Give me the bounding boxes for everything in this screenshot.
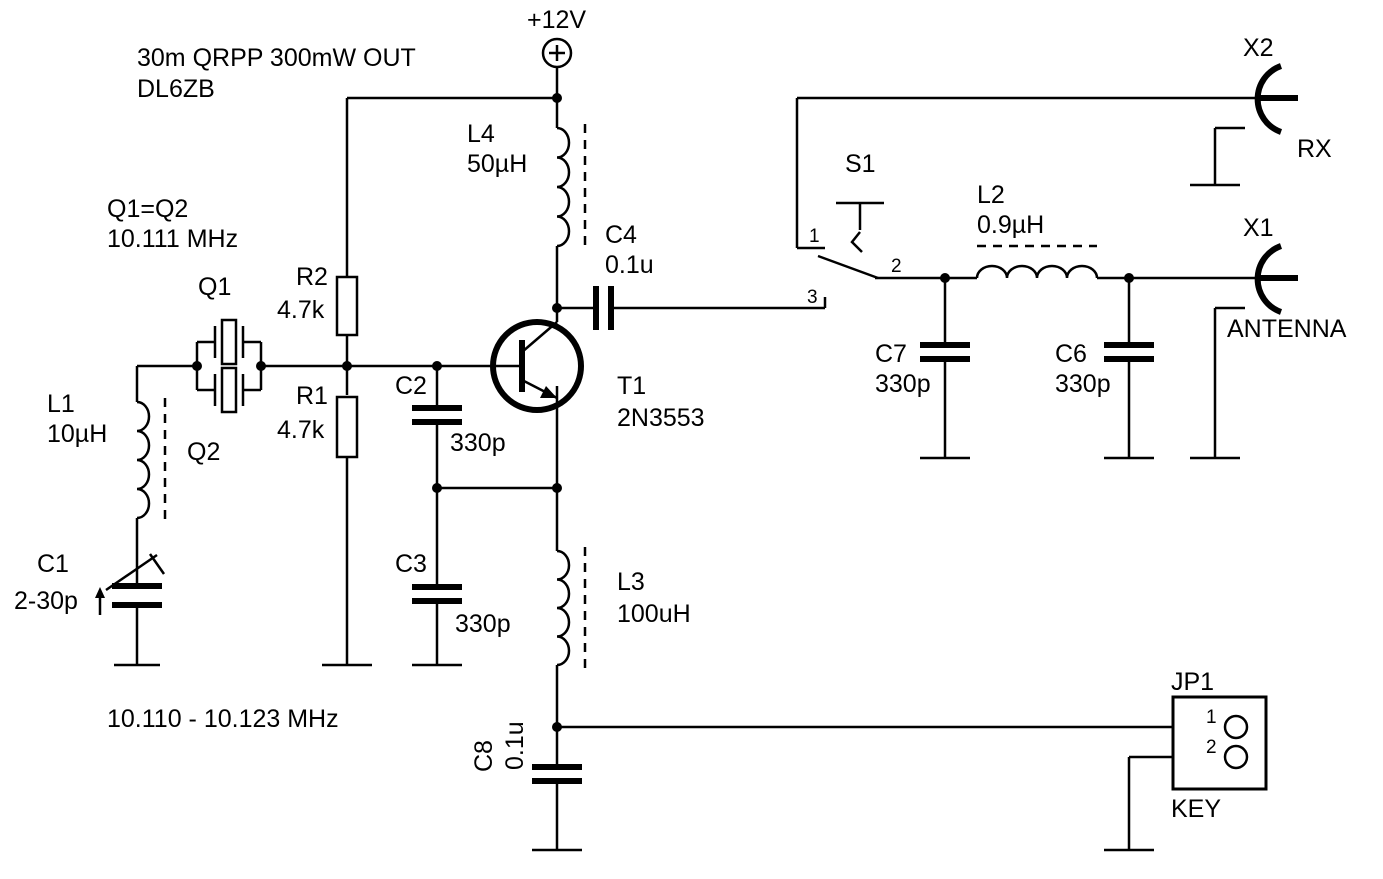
- l4-value: 50µH: [467, 150, 527, 178]
- wires: [135, 68, 1260, 850]
- s1-ref: S1: [845, 150, 876, 178]
- x1-label: ANTENNA: [1227, 315, 1347, 343]
- jp1-pin-2: 2: [1206, 737, 1217, 758]
- s1-pin-3: 3: [807, 287, 818, 308]
- crystal-q2: [213, 366, 245, 414]
- capacitor-c4: [593, 286, 614, 330]
- connector-x2: [1254, 63, 1298, 135]
- crystal-q1: [213, 318, 245, 366]
- l1-ref: L1: [47, 390, 75, 418]
- frequency-range-label: 10.110 - 10.123 MHz: [107, 705, 339, 733]
- x2-label: RX: [1297, 135, 1332, 163]
- s1-pin-1: 1: [809, 226, 820, 247]
- junction-dot: [342, 361, 352, 371]
- resistor-r1: [335, 395, 359, 459]
- inductor-l1: [136, 400, 151, 520]
- jp1-ref: JP1: [1171, 668, 1214, 696]
- crystal-note-line-2: 10.111 MHz: [107, 225, 238, 253]
- supply-label: +12V: [527, 6, 586, 34]
- switch-s1: [817, 201, 884, 280]
- title-line-2: DL6ZB: [137, 75, 215, 103]
- capacitor-c7: [920, 342, 970, 362]
- c4-value: 0.1u: [605, 251, 654, 279]
- capacitor-c2: [412, 405, 462, 425]
- q1-ref: Q1: [198, 273, 231, 301]
- x2-ref: X2: [1243, 34, 1274, 62]
- c3-value: 330p: [455, 610, 511, 638]
- c1-ref: C1: [37, 550, 69, 578]
- r2-value: 4.7k: [277, 296, 325, 324]
- c1-value: 2-30p: [14, 587, 78, 615]
- c2-value: 330p: [450, 429, 506, 457]
- c7-value: 330p: [875, 370, 931, 398]
- l4-ref: L4: [467, 120, 495, 148]
- junction-dot: [940, 273, 950, 283]
- c4-ref: C4: [605, 221, 637, 249]
- l2-value: 0.9µH: [977, 211, 1044, 239]
- connector-x1: [1254, 243, 1298, 315]
- t1-value: 2N3553: [617, 404, 705, 432]
- inductor-l2: [975, 264, 1099, 279]
- ground-symbols: [114, 183, 1240, 852]
- capacitor-c8: [532, 764, 582, 784]
- inductor-l3: [556, 549, 571, 667]
- c6-ref: C6: [1055, 340, 1087, 368]
- c3-ref: C3: [395, 550, 427, 578]
- title-line-1: 30m QRPP 300mW OUT: [137, 44, 416, 72]
- junction-dot: [552, 93, 562, 103]
- x1-ref: X1: [1243, 214, 1274, 242]
- r2-ref: R2: [296, 263, 328, 291]
- c7-ref: C7: [875, 340, 907, 368]
- junction-dot: [192, 361, 202, 371]
- r1-value: 4.7k: [277, 416, 325, 444]
- l2-ref: L2: [977, 181, 1005, 209]
- r1-ref: R1: [296, 382, 328, 410]
- c8-ref: C8: [470, 740, 498, 772]
- s1-pin-2: 2: [891, 256, 902, 277]
- capacitor-c6: [1104, 342, 1154, 362]
- l3-ref: L3: [617, 568, 645, 596]
- resistor-r2: [335, 275, 359, 337]
- capacitor-c3: [412, 584, 462, 604]
- junction-dot: [432, 361, 442, 371]
- c2-ref: C2: [395, 372, 427, 400]
- q2-ref: Q2: [187, 438, 220, 466]
- l3-value: 100uH: [617, 600, 691, 628]
- junction-dot: [256, 361, 266, 371]
- c6-value: 330p: [1055, 370, 1111, 398]
- t1-ref: T1: [617, 372, 646, 400]
- supply-terminal: [541, 37, 573, 69]
- inductor-l4: [556, 126, 571, 248]
- junction-dot: [552, 303, 562, 313]
- transistor-t1: [490, 319, 584, 413]
- junction-dot: [432, 483, 442, 493]
- l1-value: 10µH: [47, 420, 107, 448]
- junction-dot: [552, 483, 562, 493]
- jp1-label: KEY: [1171, 795, 1221, 823]
- junction-dot: [552, 722, 562, 732]
- trimmer-capacitor-c1: [95, 553, 166, 615]
- c8-value: 0.1u: [501, 721, 529, 770]
- jumper-jp1: [1171, 695, 1268, 791]
- junction-dot: [1124, 273, 1134, 283]
- jp1-pin-1: 1: [1206, 707, 1217, 728]
- crystal-note-line-1: Q1=Q2: [107, 195, 188, 223]
- junctions: [192, 93, 1134, 732]
